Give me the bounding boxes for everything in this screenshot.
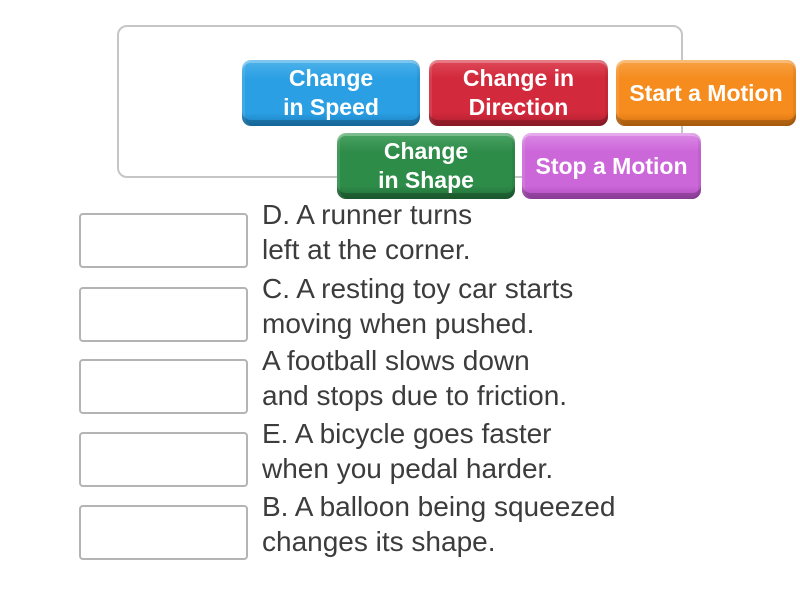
tile-label-line: Start a Motion [629, 79, 783, 106]
match-row: A football slows down and stops due to f… [79, 343, 759, 416]
match-row: D. A runner turns left at the corner. [79, 197, 759, 270]
drop-target-2[interactable] [79, 287, 248, 342]
question-text-1: D. A runner turns left at the corner. [262, 199, 473, 265]
match-row: C. A resting toy car starts moving when … [79, 271, 759, 344]
tile-stop-a-motion[interactable]: Stop a Motion [522, 133, 701, 199]
tile-change-in-direction[interactable]: Change in Direction [429, 60, 608, 126]
drop-target-3[interactable] [79, 359, 248, 414]
tile-label-line: in Speed [283, 94, 379, 120]
question-text-4: E. A bicycle goes faster when you pedal … [262, 418, 554, 484]
tile-start-a-motion[interactable]: Start a Motion [616, 60, 796, 126]
tile-label-line: in Shape [378, 167, 474, 193]
drop-target-5[interactable] [79, 505, 248, 560]
match-row: E. A bicycle goes faster when you pedal … [79, 416, 759, 489]
tile-label-line: Direction [468, 94, 569, 120]
drop-target-1[interactable] [79, 213, 248, 268]
tile-label-line: Change [383, 138, 469, 164]
question-text-2: C. A resting toy car starts moving when … [262, 273, 574, 339]
tile-label-line: Stop a Motion [535, 152, 688, 179]
question-text-3: A football slows down and stops due to f… [262, 345, 568, 411]
question-text-5: B. A balloon being squeezed changes its … [262, 491, 616, 557]
word-bank: Change in Speed Change in Direction Star… [117, 25, 796, 199]
match-row: B. A balloon being squeezed changes its … [79, 489, 759, 562]
tile-change-in-speed[interactable]: Change in Speed [242, 60, 420, 126]
tile-label-line: Change [288, 65, 374, 91]
tile-change-in-shape[interactable]: Change in Shape [337, 133, 515, 199]
tile-label-line: Change in [462, 65, 575, 91]
drop-target-4[interactable] [79, 432, 248, 487]
